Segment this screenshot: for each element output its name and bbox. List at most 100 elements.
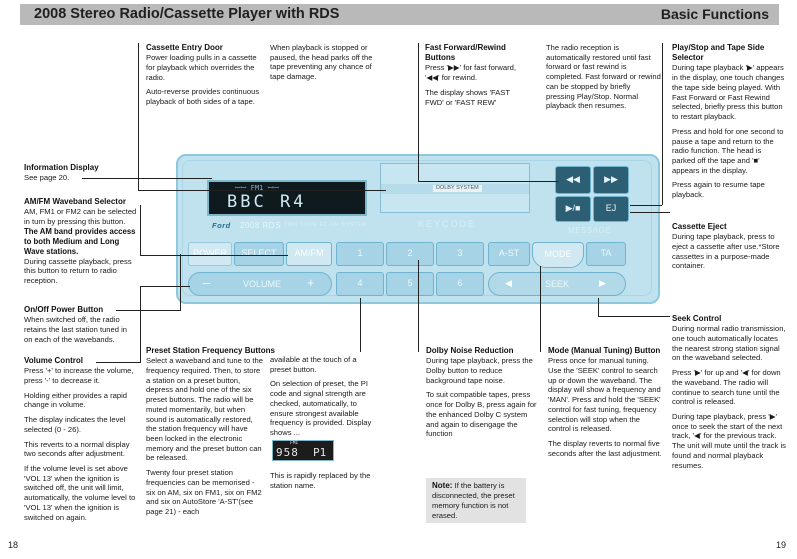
volume-text-3: The display indicates the level selected… (24, 415, 126, 434)
preset-5-button[interactable]: 5 (386, 272, 434, 296)
leader-volume (96, 362, 140, 363)
preset-section: Preset Station Frequency Buttons Select … (146, 346, 275, 522)
radio-lcd-main: BBC R4 (227, 192, 307, 212)
leader-volume-v (140, 286, 141, 363)
dolby-note-text: If the battery is disconnected, the pres… (432, 481, 515, 520)
mode-section: Mode (Manual Tuning) Button Press once f… (548, 346, 662, 463)
fast-forward-text-2: The display shows 'FAST FWD' or 'FAST RE… (425, 87, 510, 107)
preset-4-button[interactable]: 4 (336, 272, 384, 296)
play-stop-text-1: During tape playback '▶' appears in the … (672, 63, 785, 122)
mode-button[interactable]: MODE (532, 242, 584, 268)
model-label: 2008 RDS (240, 221, 281, 230)
cassette-entry-heading: Cassette Entry Door (146, 43, 223, 52)
preset-mini-suffix: P1 (313, 446, 327, 459)
power-section: On/Off Power Button When switched off, t… (24, 305, 136, 344)
cassette-entry-section: Cassette Entry Door Power loading pulls … (146, 43, 264, 112)
leader-fast-forward (418, 43, 419, 181)
eject-button[interactable]: EJ (593, 196, 629, 222)
dolby-system-label: DOLBY SYSTEM (433, 185, 482, 193)
volume-plus[interactable]: + (307, 275, 315, 290)
leader-cassette-entry (138, 43, 139, 191)
preset-mini-freq: 958 (276, 446, 299, 459)
preset-1-button[interactable]: 1 (336, 242, 384, 266)
leader-eject (630, 212, 670, 213)
leader-preset (360, 298, 361, 352)
play-stop-text-2: Press and hold for one second to pause a… (672, 126, 784, 175)
preset-mini-band: FM1 (290, 441, 299, 446)
volume-heading: Volume Control (24, 356, 83, 365)
fast-forward-button[interactable]: ▶▶ (593, 166, 629, 194)
keycode-label: KEYCODE (418, 219, 477, 229)
leader-power-v (180, 254, 181, 311)
amfm-button[interactable]: AM/FM (286, 242, 332, 266)
preset-mini-display: FM1 958 P1 (272, 440, 334, 461)
eject-text: During tape playback, press to eject a c… (672, 232, 780, 271)
preset-text-5: This is rapidly replaced by the station … (270, 471, 371, 490)
leader-amfm (140, 205, 141, 255)
preset-text-1: Select a waveband and tune to the freque… (146, 356, 263, 463)
play-stop-button[interactable]: ▶/■ (555, 196, 591, 222)
seek-right-arrow[interactable]: ▶ (599, 278, 606, 288)
preset-2-button[interactable]: 2 (386, 242, 434, 266)
preset-heading: Preset Station Frequency Buttons (146, 346, 275, 355)
dolby-heading: Dolby Noise Reduction (426, 346, 514, 355)
select-button[interactable]: SELECT (234, 242, 284, 266)
preset-section-2: available at the touch of a preset butto… (270, 355, 376, 443)
play-stop-section: Play/Stop and Tape Side Selector During … (672, 43, 786, 205)
eject-heading: Cassette Eject (672, 222, 727, 231)
leader-seek-v (598, 298, 599, 316)
volume-rocker[interactable]: – VOLUME + (188, 272, 332, 296)
volume-text-5: If the volume level is set above 'VOL 13… (24, 463, 136, 522)
radio-lcd-top: ꟷꟷ FM1 ꟷꟷ (235, 184, 279, 192)
seek-text-1: During normal radio transmission, one to… (672, 324, 786, 363)
volume-minus[interactable]: – (203, 275, 211, 290)
seek-left-arrow[interactable]: ◀ (505, 278, 512, 288)
page-number-right: 19 (776, 540, 787, 550)
mode-text-1: Press once for manual tuning. Use the 'S… (548, 356, 661, 434)
dolby-text-2: To suit compatible tapes, press once for… (426, 390, 537, 439)
fast-forward-text-3: The radio reception is automatically res… (546, 43, 661, 111)
leader-amfm-h (140, 255, 288, 256)
ta-button[interactable]: TA (586, 242, 626, 266)
leader-seek (598, 316, 670, 317)
dolby-section: Dolby Noise Reduction During tape playba… (426, 346, 540, 444)
seek-heading: Seek Control (672, 314, 722, 323)
preset-6-button[interactable]: 6 (436, 272, 484, 296)
cassette-entry-text-3: When playback is stopped or paused, the … (270, 43, 373, 82)
seek-control[interactable]: ◀ SEEK ▶ (488, 272, 626, 296)
radio-lcd: ꟷꟷ FM1 ꟷꟷ BBC R4 (207, 180, 367, 216)
cassette-slot[interactable]: DOLBY SYSTEM (380, 163, 530, 213)
page-number-left: 18 (8, 540, 19, 550)
power-heading: On/Off Power Button (24, 305, 104, 314)
volume-text-2: Holding either provides a rapid change i… (24, 390, 127, 410)
eject-section: Cassette Eject During tape playback, pre… (672, 222, 786, 271)
fast-forward-section: Fast Forward/Rewind Buttons Press '▶▶' f… (425, 43, 525, 112)
dolby-note-box: Note: If the battery is disconnected, th… (426, 478, 526, 524)
amfm-text-2: During cassette playback, press this but… (24, 256, 132, 286)
seek-text-3: During tape playback, press '▶' once to … (672, 411, 786, 470)
play-stop-text-3: Press again to resume tape playback. (672, 180, 765, 200)
leader-fast-forward-h (418, 181, 558, 182)
section-title: Basic Functions (644, 4, 779, 25)
power-text: When switched off, the radio retains the… (24, 315, 128, 344)
dolby-text-1: During tape playback, press the Dolby bu… (426, 356, 533, 385)
preset-text-4: On selection of preset, the PI code and … (270, 379, 372, 438)
info-display-text: See page 20. (24, 173, 70, 183)
preset-3-dolby-button[interactable]: 3 (436, 242, 484, 266)
fast-forward-text-1: Press '▶▶' for fast forward, '◀◀' for re… (425, 63, 516, 83)
rewind-button[interactable]: ◀◀ (555, 166, 591, 194)
amfm-section: AM/FM Waveband Selector AM, FM1 or FM2 c… (24, 197, 140, 291)
leader-play-stop-h (630, 205, 662, 206)
seek-label: SEEK (545, 279, 570, 289)
leader-play-stop (662, 43, 663, 205)
autostore-button[interactable]: A-ST (488, 242, 530, 266)
power-button[interactable]: POWER (188, 242, 232, 266)
info-display-heading: Information Display (24, 163, 99, 172)
amfm-heading: AM/FM Waveband Selector (24, 197, 126, 206)
preset-text-3: available at the touch of a preset butto… (270, 355, 357, 374)
amfm-text-1: AM, FM1 or FM2 can be selected in turn b… (24, 207, 137, 226)
seek-section: Seek Control During normal radio transmi… (672, 314, 786, 475)
dolby-note-label: Note: (432, 481, 453, 490)
leader-info-display (82, 178, 212, 179)
volume-section: Volume Control Press '+' to increase the… (24, 356, 136, 527)
